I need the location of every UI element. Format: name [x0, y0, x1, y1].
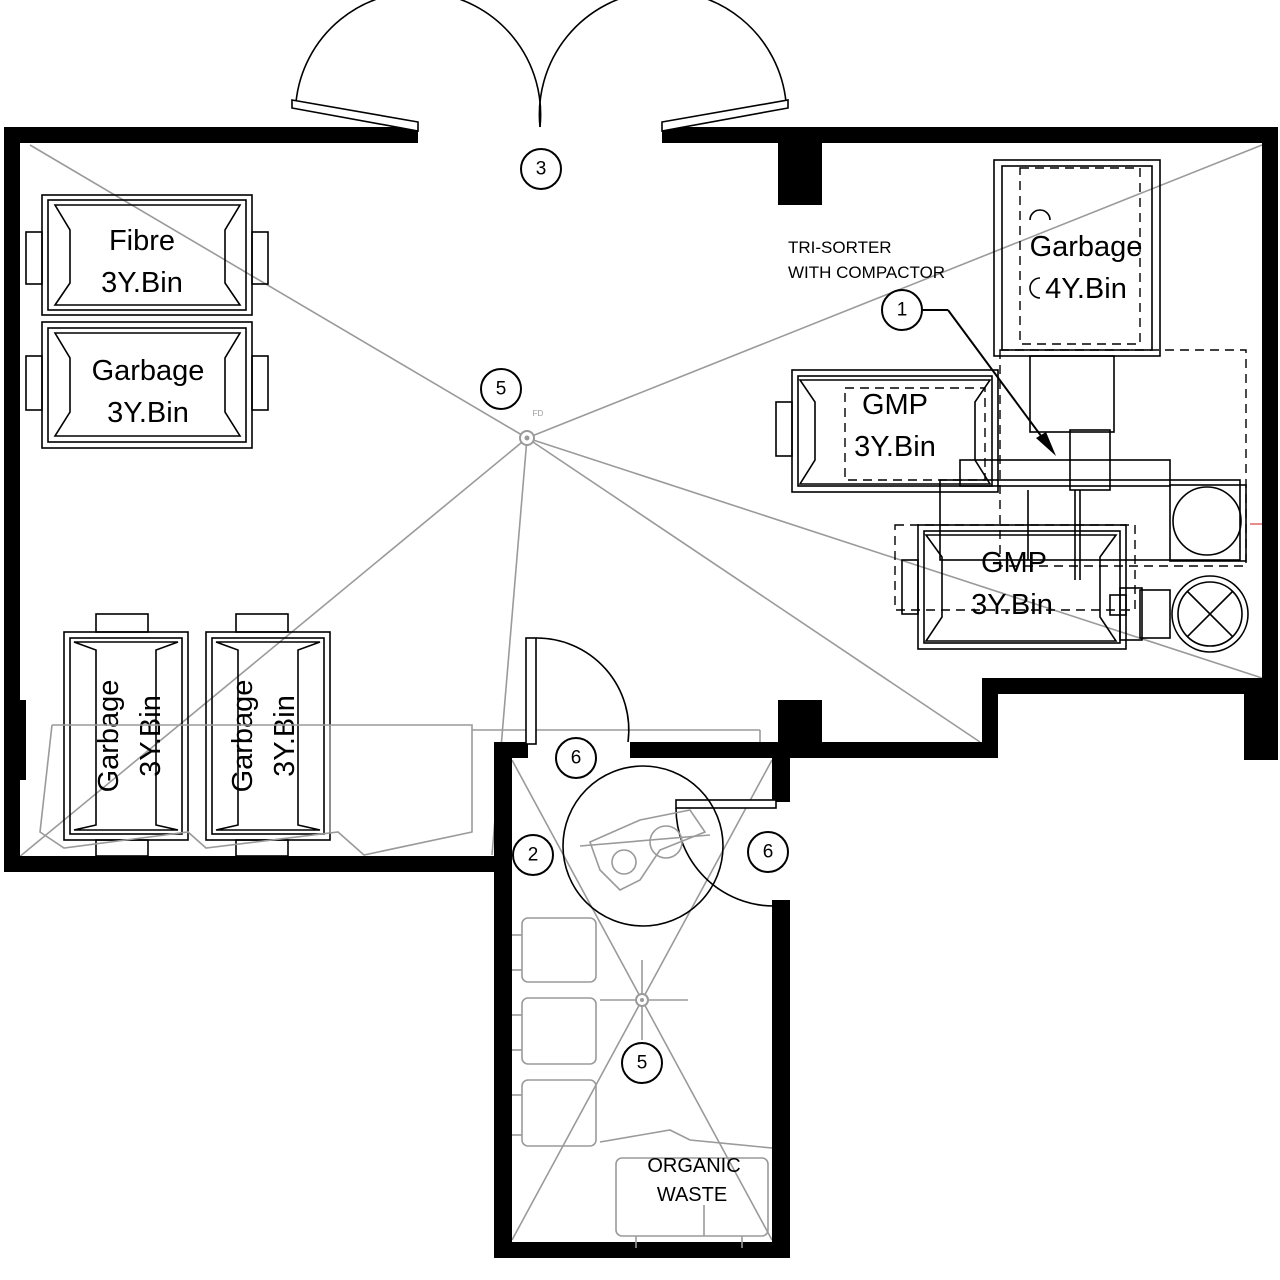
bin-label-garbage: Garbage	[92, 355, 205, 387]
tag-5-number: 5	[637, 1053, 648, 1074]
organic-waste-bin[interactable]: ORGANIC WASTE	[615, 1155, 769, 1248]
bin-label-size: 4Y.Bin	[1045, 273, 1127, 305]
walls	[4, 127, 1278, 1258]
gmp-bin-upper[interactable]: GMP 3Y.Bin	[775, 369, 999, 493]
note-tri-sorter: TRI-SORTER	[788, 238, 892, 257]
organic-waste-label-1: ORGANIC	[647, 1155, 740, 1177]
bin-label-size: 3Y.Bin	[135, 695, 167, 777]
tag-6-number: 6	[571, 748, 582, 769]
garbage-bin-top[interactable]: Garbage 3Y.Bin	[25, 321, 269, 449]
bin-label-size: 3Y.Bin	[971, 589, 1053, 621]
tag-6-right: 6	[747, 831, 789, 873]
bin-label-gmp: GMP	[981, 547, 1047, 579]
bin-label-garbage: Garbage	[1030, 231, 1143, 263]
bin-pathway-outline	[39, 724, 761, 856]
fibre-bin[interactable]: Fibre 3Y.Bin	[25, 194, 269, 316]
bin-label-size: 3Y.Bin	[101, 267, 183, 299]
garbage-4y-bin[interactable]: Garbage 4Y.Bin	[993, 159, 1161, 433]
double-door[interactable]	[291, 0, 789, 132]
note-with-compactor: WITH COMPACTOR	[788, 263, 945, 282]
corridor-storage-units	[512, 917, 773, 1149]
bin-label-size: 3Y.Bin	[854, 431, 936, 463]
bin-label-garbage: Garbage	[227, 680, 259, 793]
compactor-equipment	[894, 349, 1262, 653]
garbage-bin-vertical-b[interactable]: Garbage 3Y.Bin	[205, 613, 331, 857]
tag-6-left: 6	[555, 737, 597, 779]
sub-room-door[interactable]	[675, 799, 777, 907]
turning-circle	[562, 765, 724, 927]
bin-label-gmp: GMP	[862, 389, 928, 421]
tag-2-number: 2	[528, 845, 539, 866]
bin-label-size: 3Y.Bin	[269, 695, 301, 777]
tag-3: 3	[520, 148, 562, 190]
corridor-door[interactable]	[525, 637, 630, 745]
organic-waste-label-2: WASTE	[657, 1184, 727, 1206]
tag-1: 1	[881, 289, 923, 331]
tri-sorter-note: TRI-SORTER WITH COMPACTOR	[788, 238, 1056, 456]
tag-5-sub: 5	[621, 1042, 663, 1084]
gmp-bin-lower[interactable]: GMP 3Y.Bin	[901, 524, 1127, 650]
bin-label-size: 3Y.Bin	[107, 397, 189, 429]
bin-label-fibre: Fibre	[109, 225, 175, 257]
tag-1-number: 1	[897, 300, 908, 321]
garbage-bin-vertical-a[interactable]: Garbage 3Y.Bin	[63, 613, 189, 857]
tag-3-number: 3	[536, 159, 547, 180]
floor-drain-main: FD	[519, 409, 544, 446]
floor-drain-sub	[635, 993, 649, 1007]
tag-2: 2	[512, 834, 554, 876]
floor-drain-label: FD	[533, 409, 544, 418]
tag-6-number: 6	[763, 842, 774, 863]
bin-label-garbage: Garbage	[93, 680, 125, 793]
tag-5-number: 5	[496, 379, 507, 400]
tag-5-main: 5	[480, 368, 522, 410]
